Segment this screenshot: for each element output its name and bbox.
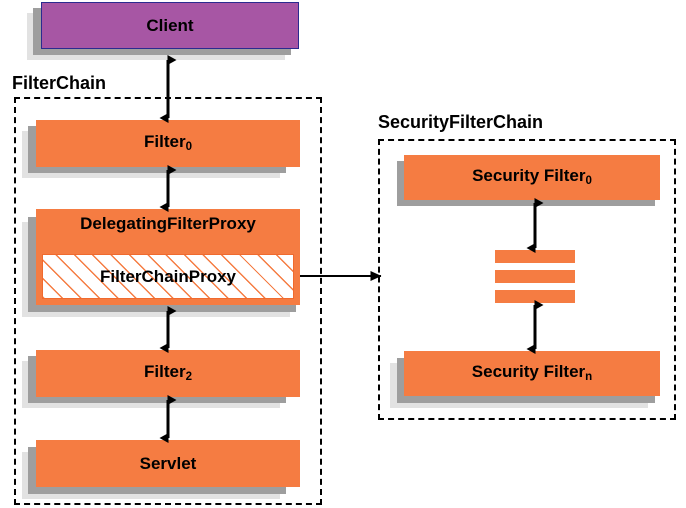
node-servlet-label: Servlet [139,454,197,473]
node-security-filter-0[interactable]: Security Filter0 [404,155,660,200]
node-filter-chain-proxy-label: FilterChainProxy [99,266,237,286]
ellipsis-bar-2 [495,270,575,283]
filter-chain-group-label: FilterChain [12,73,107,93]
node-filter-0-label: Filter0 [144,132,192,154]
node-filter-2[interactable]: Filter2 [36,350,300,397]
node-security-filter-n[interactable]: Security Filtern [404,351,660,396]
node-security-filter-n-subscript: n [585,371,593,384]
node-security-filter-0-label: Security Filter0 [472,166,592,188]
security-filter-chain-group-label: SecurityFilterChain [378,112,544,132]
node-security-filter-0-subscript: 0 [585,175,592,188]
node-filter-2-label: Filter2 [144,362,192,384]
ellipsis-bar-1 [495,250,575,263]
node-servlet[interactable]: Servlet [36,440,300,487]
node-filter-0[interactable]: Filter0 [36,120,300,167]
node-delegating-filter-proxy-label: DelegatingFilterProxy [80,214,256,233]
node-client-label: Client [146,16,194,35]
node-client[interactable]: Client [41,2,299,49]
node-filter-2-subscript: 2 [185,371,192,384]
ellipsis-bar-3 [495,290,575,303]
node-filter-chain-proxy[interactable]: FilterChainProxy [42,254,294,299]
node-security-filter-n-label: Security Filtern [471,362,593,384]
node-filter-0-subscript: 0 [185,141,192,154]
